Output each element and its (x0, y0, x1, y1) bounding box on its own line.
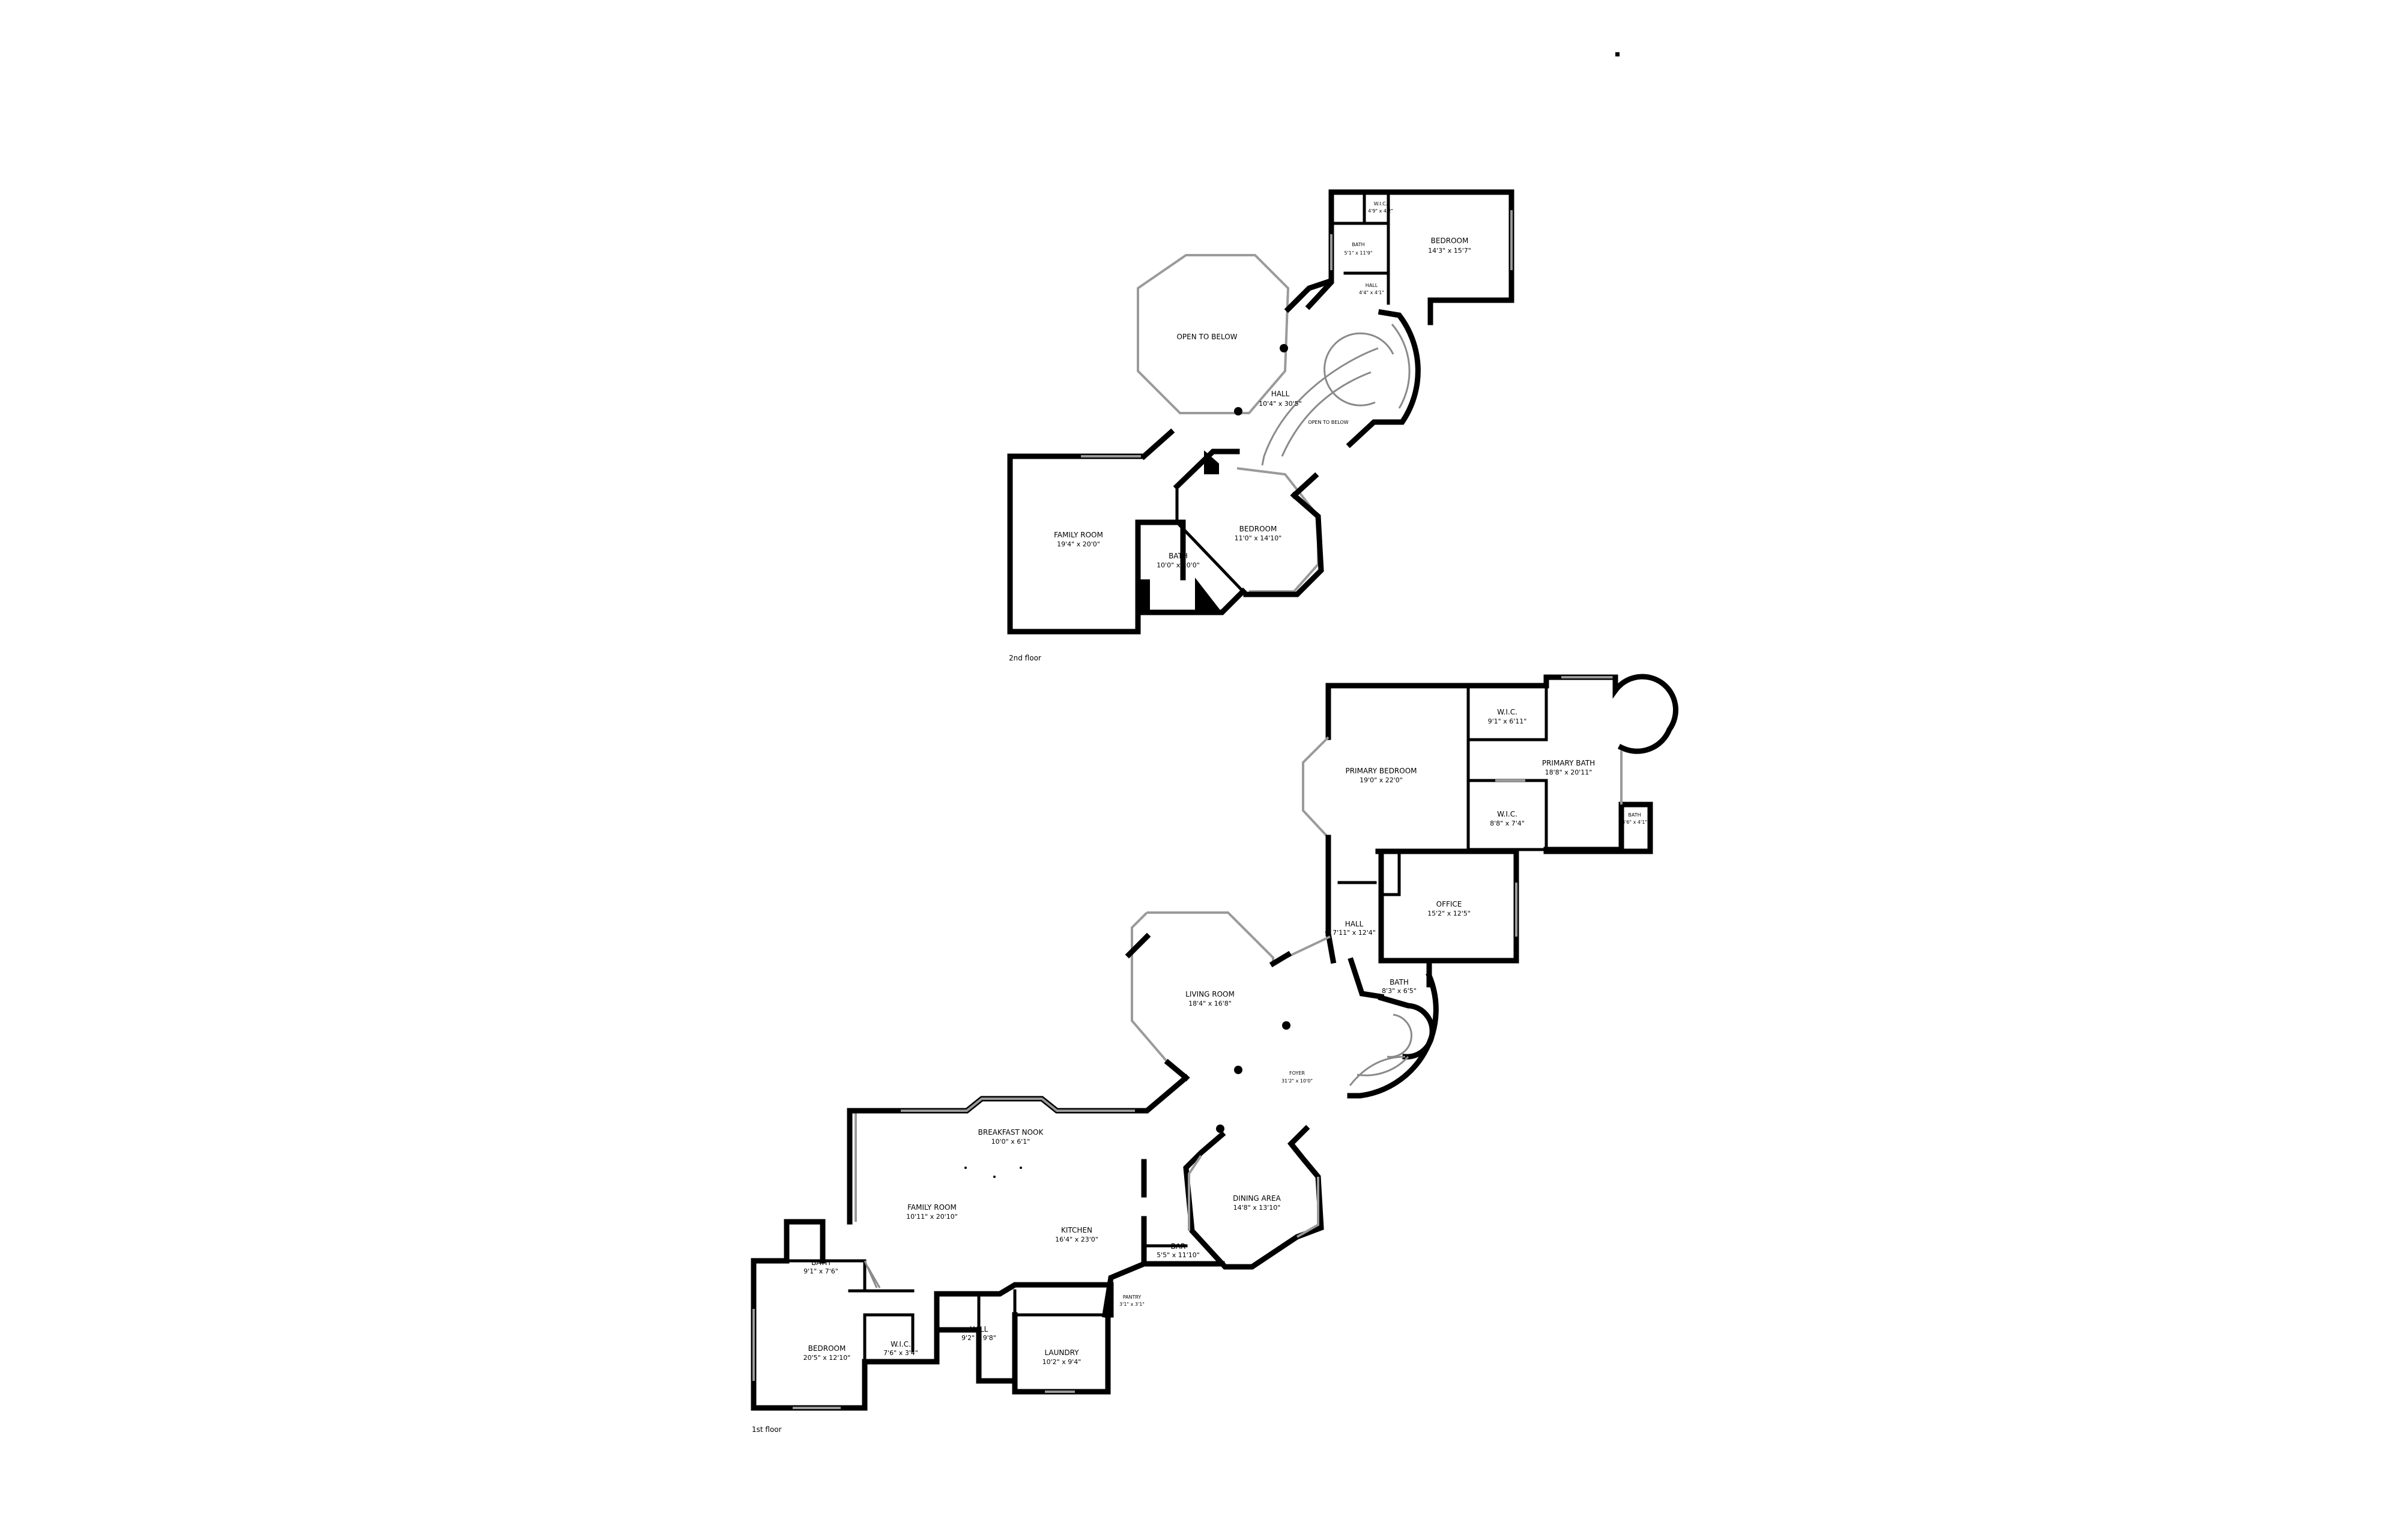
room-dims-bath-1: 8'3" x 6'5" (1382, 987, 1417, 995)
room-dims-wic-up: 4'9" x 4'2" (1368, 208, 1393, 214)
room-name-hall-up2: HALL (1271, 390, 1290, 398)
room-dims-bath-2: 9'1" x 7'6" (803, 1267, 838, 1275)
room-name-bar: BAR (1171, 1242, 1186, 1251)
room-name-bath-2: BATH (811, 1258, 830, 1267)
room-dims-family-up: 19'4" x 20'0" (1057, 540, 1100, 548)
room-dims-family-1: 10'11" x 20'10" (906, 1213, 958, 1221)
room-name-living: LIVING ROOM (1185, 990, 1235, 998)
room-name-bath-up1: BATH (1352, 242, 1364, 247)
room-dims-nook: 10'0" x 6'1" (991, 1138, 1030, 1146)
room-name-primary-bedroom: PRIMARY BEDROOM (1345, 767, 1417, 775)
room-dims-bar: 5'5" x 11'10" (1157, 1251, 1200, 1259)
room-dims-wic-2: 8'8" x 7'4" (1490, 820, 1525, 827)
second-floor-plan: 2nd floor W.I.C. 4'9" x 4'2" BATH 5'1" x… (1007, 189, 1514, 662)
room-dims-bath-small: 3'6" x 4'1" (1622, 820, 1647, 825)
room-name-wic-3: W.I.C. (891, 1340, 911, 1348)
room-dims-wic-3: 7'6" x 3'4" (883, 1349, 918, 1357)
room-name-otb-up1: OPEN TO BELOW (1176, 333, 1237, 341)
room-name-wic-1: W.I.C. (1497, 708, 1517, 716)
room-dims-office: 15'2" x 12'5" (1427, 910, 1471, 917)
room-name-nook: BREAKFAST NOOK (978, 1128, 1044, 1137)
room-dims-bedroom-up1: 14'3" x 15'7" (1428, 247, 1471, 255)
room-name-pantry: PANTRY (1123, 1294, 1142, 1300)
room-name-bath-1: BATH (1390, 978, 1409, 986)
room-dims-wic-1: 9'1" x 6'11" (1488, 717, 1527, 725)
room-name-kitchen: KITCHEN (1061, 1226, 1092, 1234)
room-name-bedroom-up2: BEDROOM (1239, 525, 1277, 533)
floor-label-1st: 1st floor (752, 1425, 782, 1434)
room-name-foyer: FOYER (1289, 1070, 1305, 1076)
room-name-hall-up1: HALL (1366, 283, 1378, 288)
room-dims-dining: 14'8" x 13'10" (1233, 1204, 1281, 1212)
room-name-hall-2: HALL (970, 1325, 988, 1333)
room-dims-hall-2: 9'2" x 9'8" (961, 1334, 996, 1342)
room-dims-hall-up2: 10'4" x 30'5" (1259, 400, 1302, 408)
room-dims-primary-bath: 18'8" x 20'11" (1545, 768, 1593, 776)
room-dims-laundry: 10'2" x 9'4" (1042, 1358, 1082, 1366)
room-dims-hall-1: 7'11" x 12'4" (1333, 929, 1376, 937)
room-dims-foyer: 31'2" x 10'0" (1281, 1078, 1313, 1084)
room-dims-hall-up1: 4'4" x 4'1" (1359, 290, 1384, 295)
room-dims-living: 18'4" x 16'8" (1188, 1000, 1232, 1007)
room-name-dining: DINING AREA (1233, 1194, 1281, 1203)
room-name-office: OFFICE (1436, 900, 1462, 908)
room-dims-bath-up1: 5'1" x 11'9" (1344, 250, 1372, 256)
room-name-laundry: LAUNDRY (1044, 1348, 1079, 1357)
room-dims-bedroom-1: 20'5" x 12'10" (803, 1354, 851, 1362)
room-name-family-up: FAMILY ROOM (1054, 531, 1103, 539)
room-name-bedroom-1: BEDROOM (808, 1344, 846, 1353)
room-dims-kitchen: 16'4" x 23'0" (1055, 1236, 1098, 1243)
room-name-hall-1: HALL (1345, 920, 1364, 928)
corner-mark (1615, 52, 1620, 56)
room-dims-primary-bedroom: 19'0" x 22'0" (1360, 776, 1403, 784)
room-name-family-1: FAMILY ROOM (907, 1203, 957, 1212)
room-name-bath-up2: BATH (1169, 552, 1188, 560)
first-floor-plan: 1st floor W.I.C. 9'1" x 6'11" PRIMARY BE… (751, 674, 1678, 1434)
room-name-primary-bath: PRIMARY BATH (1542, 759, 1595, 767)
room-dims-bath-up2: 10'0" x 10'0" (1157, 561, 1200, 569)
room-dims-bedroom-up2: 11'0" x 14'10" (1235, 534, 1282, 542)
room-name-otb-up2: OPEN TO BELOW (1308, 420, 1348, 425)
room-name-wic-2: W.I.C. (1497, 810, 1517, 818)
floor-label-2nd: 2nd floor (1009, 654, 1041, 662)
room-name-bedroom-up1: BEDROOM (1431, 237, 1469, 245)
room-name-wic-up: W.I.C. (1374, 201, 1388, 207)
room-dims-pantry: 3'1" x 3'1" (1119, 1302, 1145, 1307)
room-name-bath-small: BATH (1628, 812, 1641, 818)
